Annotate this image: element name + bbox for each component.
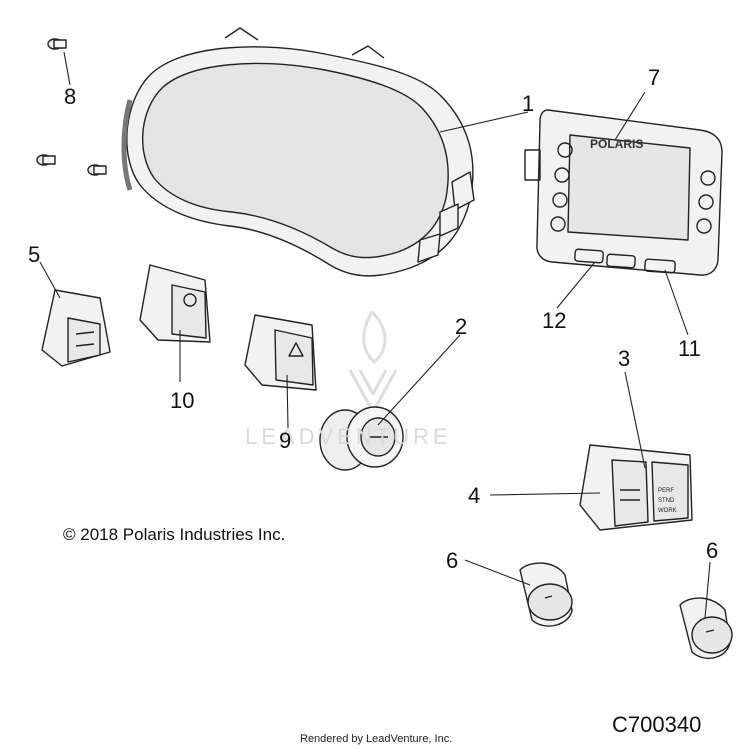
switch-part-10 xyxy=(139,264,211,343)
switch-pair xyxy=(579,444,693,531)
callout-12: 12 xyxy=(542,308,567,333)
drawing-number: C700340 xyxy=(612,712,702,737)
switch-label-perf: PERF xyxy=(658,488,674,494)
instrument-cluster xyxy=(121,27,475,277)
callout-11: 11 xyxy=(678,336,701,361)
callout-8: 8 xyxy=(64,84,77,109)
callout-7: 7 xyxy=(648,65,661,90)
switch-part-9 xyxy=(244,314,317,391)
leader-lines xyxy=(39,51,711,619)
callout-1: 1 xyxy=(522,91,535,116)
display-unit xyxy=(524,109,723,276)
callout-10: 10 xyxy=(170,388,195,413)
render-credit: Rendered by LeadVenture, Inc. xyxy=(300,733,453,745)
callout-6b: 6 xyxy=(706,538,719,563)
callout-4: 4 xyxy=(468,483,481,508)
switch-label-stnd: STND xyxy=(658,498,675,504)
watermark-text: LEADVENTURE xyxy=(245,424,452,449)
outlet-part-6a xyxy=(519,562,573,627)
callout-5: 5 xyxy=(28,242,41,267)
display-brand-text: POLARIS xyxy=(590,137,643,151)
callout-2: 2 xyxy=(455,314,468,339)
outlet-part-6b xyxy=(679,597,733,660)
watermark-logo xyxy=(348,310,398,414)
callout-9: 9 xyxy=(279,428,292,453)
callout-6a: 6 xyxy=(446,548,459,573)
ignition-switch xyxy=(319,406,404,471)
callout-3: 3 xyxy=(618,346,631,371)
switch-part-5 xyxy=(41,289,111,367)
copyright-text: © 2018 Polaris Industries Inc. xyxy=(63,525,286,544)
screw-part-8 xyxy=(36,38,107,176)
switch-label-work: WORK xyxy=(658,508,677,514)
